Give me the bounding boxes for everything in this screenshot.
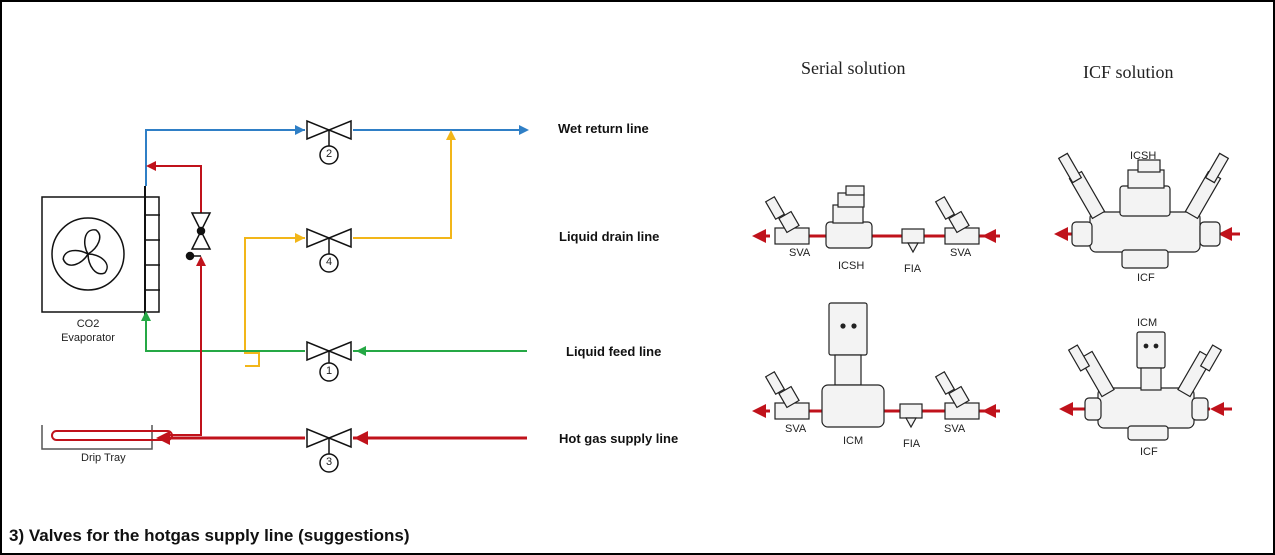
valve-4	[306, 227, 352, 273]
icf-solution-heading: ICF solution	[1083, 62, 1174, 82]
sva-label: SVA	[789, 247, 811, 259]
liquid-drain-line-label: Liquid drain line	[559, 229, 660, 244]
hot-gas-supply-line-label: Hot gas supply line	[559, 431, 679, 446]
icf-label: ICF	[1140, 446, 1158, 458]
liquid-feed-piping	[141, 311, 527, 356]
icf-icm-label: ICM	[1137, 317, 1158, 329]
sva-label: SVA	[950, 247, 972, 259]
icf-label: ICF	[1137, 272, 1155, 284]
icf-icsh-assembly	[1054, 152, 1240, 269]
serial-icsh-assembly	[752, 185, 1000, 254]
co2-evaporator	[41, 186, 160, 318]
fia-label: FIA	[904, 263, 922, 275]
serial-icm-assembly	[752, 302, 1000, 429]
valve-1	[306, 340, 352, 382]
valve-2-number: 2	[325, 148, 333, 160]
sva-label: SVA	[944, 423, 966, 435]
sva-label: SVA	[785, 423, 807, 435]
icf-icsh-label: ICSH	[1130, 150, 1157, 162]
wet-return-line-label: Wet return line	[558, 121, 649, 136]
footer-caption: 3) Valves for the hotgas supply line (su…	[9, 526, 410, 545]
valve-3-number: 3	[325, 456, 333, 468]
hot-gas-piping	[146, 161, 527, 445]
drip-tray-label: Drip Tray	[81, 452, 126, 464]
icsh-label: ICSH	[838, 260, 865, 272]
icf-icm-assembly	[1059, 331, 1232, 441]
valve-1-number: 1	[325, 365, 333, 377]
icm-label: ICM	[843, 435, 864, 447]
valve-2	[306, 119, 352, 165]
fia-label: FIA	[903, 438, 921, 450]
bypass-check-valve	[185, 212, 212, 261]
valve-3	[306, 427, 352, 473]
liquid-drain-piping	[244, 130, 456, 367]
valve-4-number: 4	[325, 256, 333, 268]
serial-solution-heading: Serial solution	[801, 58, 906, 78]
evaporator-label-line1: CO2	[76, 318, 100, 330]
liquid-feed-line-label: Liquid feed line	[566, 344, 662, 359]
evaporator-label-line2: Evaporator	[61, 332, 115, 344]
drip-tray	[41, 425, 173, 450]
evaporator-label: CO2 Evaporator	[61, 317, 115, 345]
